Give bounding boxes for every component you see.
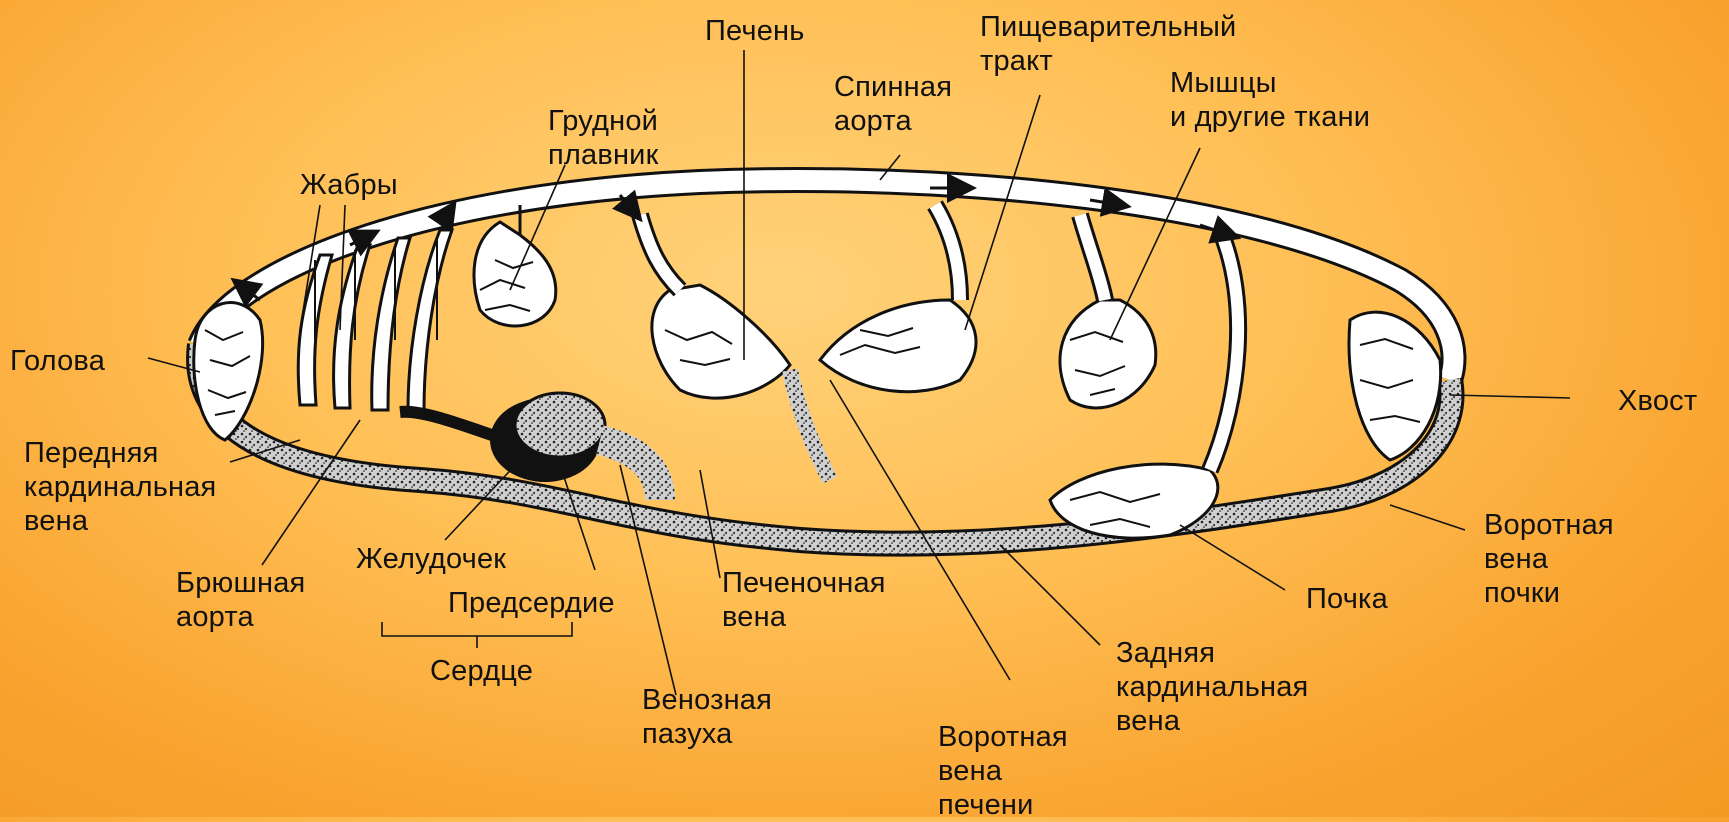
- label-gills: Жабры: [300, 168, 398, 202]
- label-heart: Сердце: [430, 654, 533, 688]
- muscle-capillaries: [1060, 300, 1156, 408]
- label-liver: Печень: [705, 14, 805, 48]
- label-tail: Хвост: [1618, 384, 1697, 418]
- label-atrium: Предсердие: [448, 586, 615, 620]
- label-hepatic-portal-vein: Воротная вена печени: [938, 720, 1068, 822]
- label-pectoral-fin: Грудной плавник: [548, 104, 658, 172]
- label-muscles: Мышцы и другие ткани: [1170, 66, 1370, 134]
- label-head: Голова: [10, 344, 105, 378]
- label-posterior-cardinal-vein: Задняя кардинальная вена: [1116, 636, 1308, 738]
- label-dorsal-aorta: Спинная аорта: [834, 70, 952, 138]
- label-ventricle: Желудочек: [356, 542, 506, 576]
- liver-capillaries: [652, 285, 790, 398]
- label-sinus-venosus: Венозная пазуха: [642, 683, 772, 751]
- head-capillary-bed: [194, 303, 263, 440]
- label-hepatic-vein: Печеночная вена: [722, 566, 886, 634]
- gill-arches: [298, 230, 452, 410]
- label-anterior-cardinal-vein: Передняя кардинальная вена: [24, 436, 216, 538]
- label-ventral-aorta: Брюшная аорта: [176, 566, 305, 634]
- label-renal-portal-vein: Воротная вена почки: [1484, 508, 1614, 610]
- label-kidney: Почка: [1306, 582, 1388, 616]
- digestive-tract-capillaries: [820, 300, 976, 392]
